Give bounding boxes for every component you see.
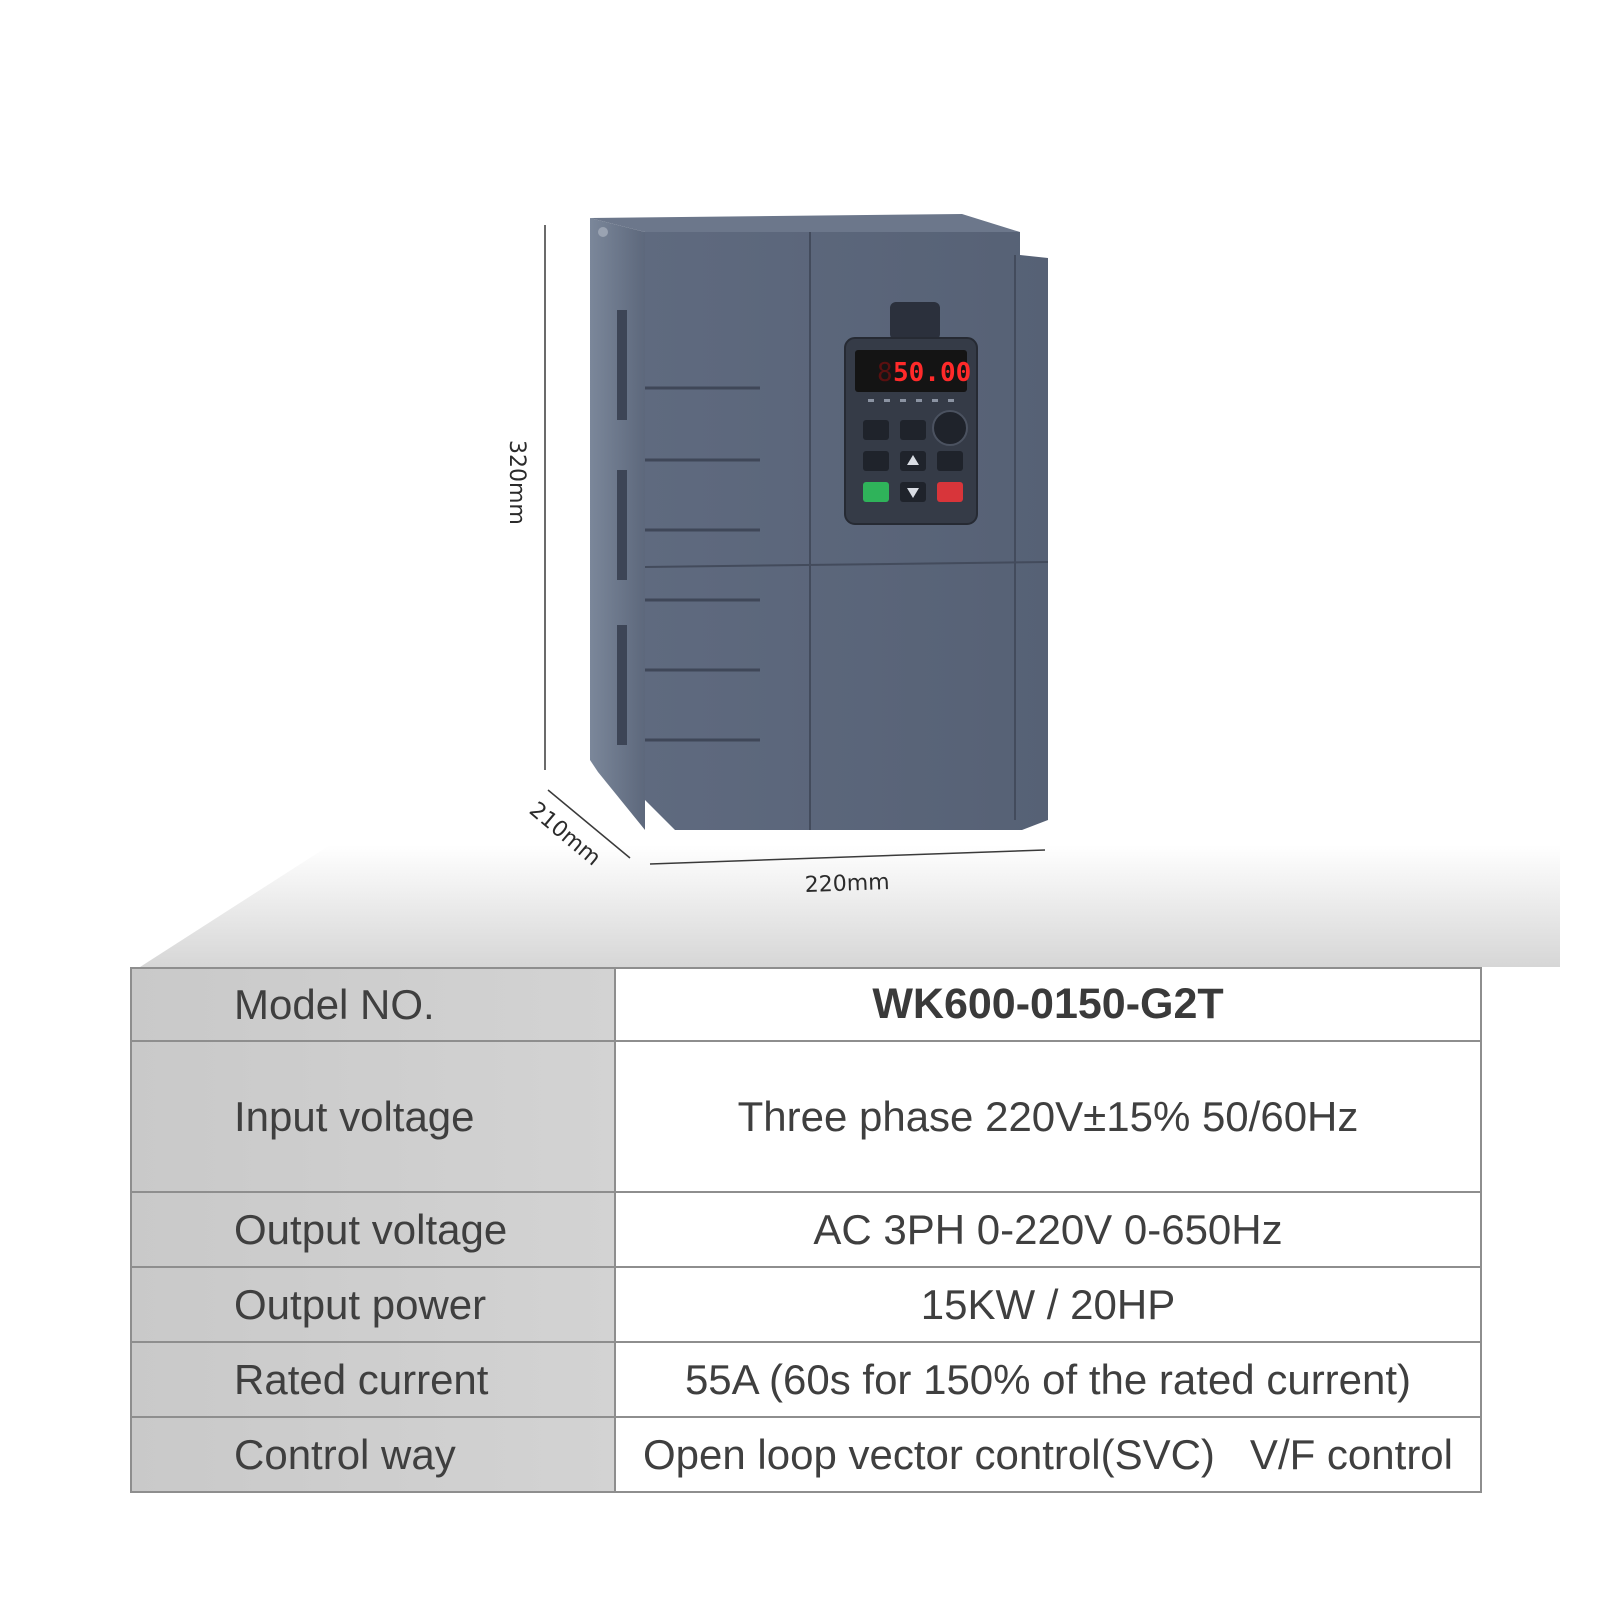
arrow-down-icon [907, 488, 919, 498]
floor-shading [140, 845, 1560, 967]
prg-key [863, 420, 889, 440]
spec-row-input-voltage: Input voltage Three phase 220V±15% 50/60… [130, 1040, 1482, 1193]
spec-value: Open loop vector control(SVC) V/F contro… [614, 1416, 1482, 1493]
shift-key [900, 420, 926, 440]
spec-value: Three phase 220V±15% 50/60Hz [614, 1040, 1482, 1193]
spec-value: 55A (60s for 150% of the rated current) [614, 1341, 1482, 1418]
run-key [863, 482, 889, 502]
jog-dial-icon [932, 410, 968, 446]
set-key [863, 451, 889, 471]
stop-reset-key [937, 482, 963, 502]
depth-dimension-line [547, 789, 631, 859]
spec-row-output-voltage: Output voltage AC 3PH 0-220V 0-650Hz [130, 1191, 1482, 1268]
spec-row-output-power: Output power 15KW / 20HP [130, 1266, 1482, 1343]
spec-value: 15KW / 20HP [614, 1266, 1482, 1343]
width-dimension-label: 220mm [804, 870, 890, 898]
spec-label: Output voltage [130, 1191, 616, 1268]
spec-label: Input voltage [130, 1040, 616, 1193]
spec-row-rated-current: Rated current 55A (60s for 150% of the r… [130, 1341, 1482, 1418]
keypad: 8 50.00 [844, 337, 978, 525]
mf-key [937, 451, 963, 471]
spec-value: AC 3PH 0-220V 0-650Hz [614, 1191, 1482, 1268]
spec-label: Control way [130, 1416, 616, 1493]
spec-value: WK600-0150-G2T [614, 967, 1482, 1042]
led-frequency-readout: 50.00 [893, 358, 971, 388]
led-display [855, 350, 967, 392]
spec-label: Model NO. [130, 967, 616, 1042]
spec-label: Output power [130, 1266, 616, 1343]
spec-table: Model NO. WK600-0150-G2T Input voltage T… [130, 967, 1482, 1493]
inverter-unit: 8 50.00 [590, 214, 1049, 830]
led-digit-dim: 8 [877, 358, 893, 388]
spec-row-model: Model NO. WK600-0150-G2T [130, 967, 1482, 1042]
dimension-lines [544, 225, 1046, 865]
spec-label: Rated current [130, 1341, 616, 1418]
height-dimension-label: 320mm [504, 440, 529, 525]
arrow-up-icon [907, 455, 919, 465]
width-dimension-line [649, 849, 1046, 865]
spec-row-control-way: Control way Open loop vector control(SVC… [130, 1416, 1482, 1493]
